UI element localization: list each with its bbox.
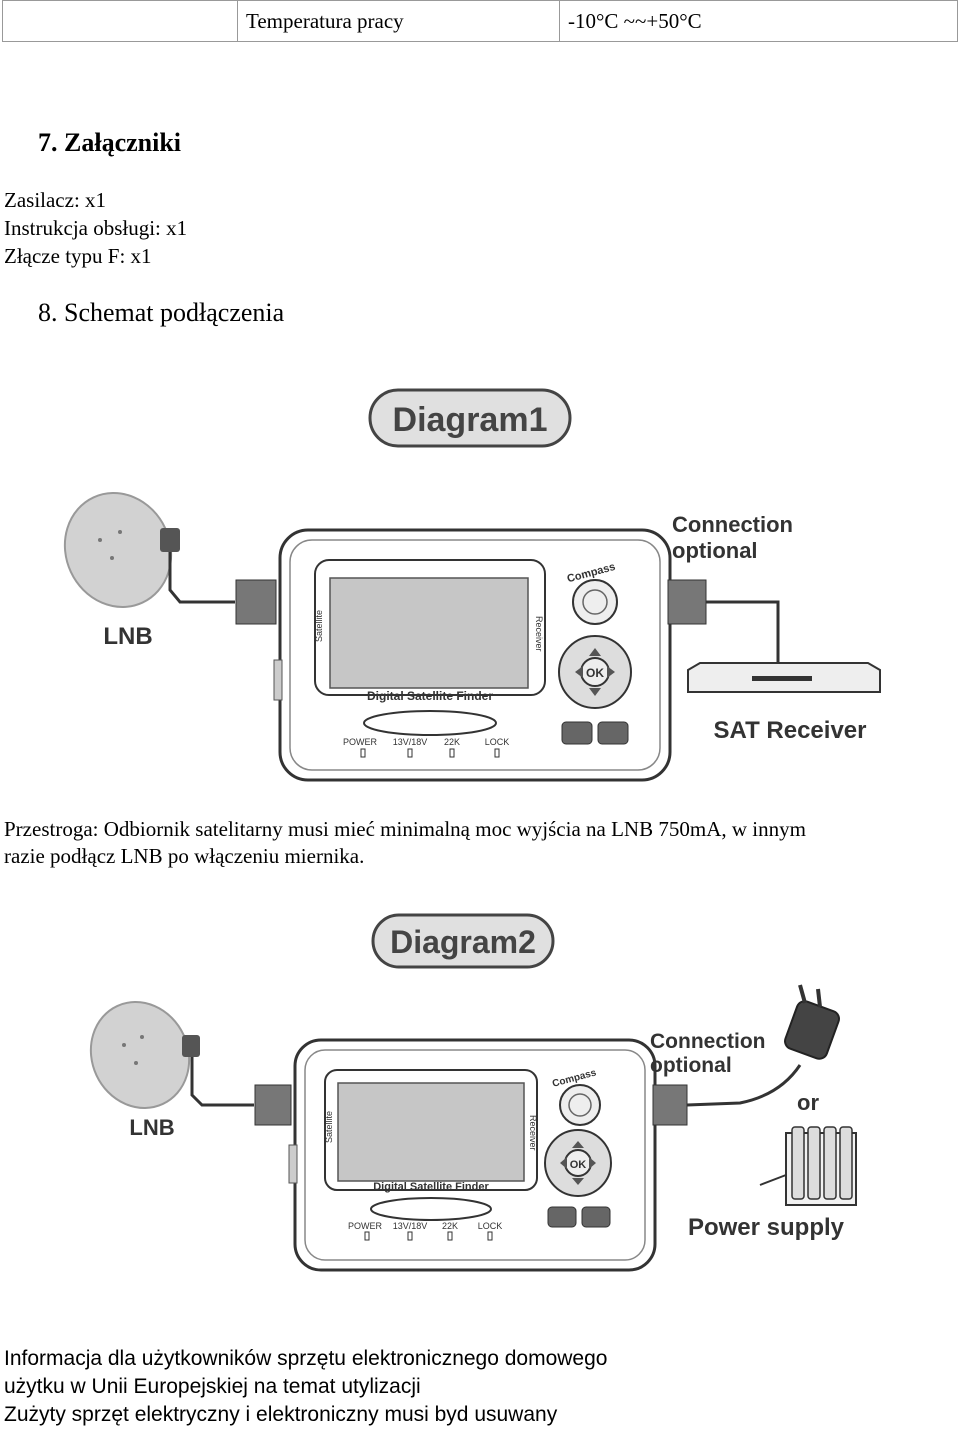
ok-button: OK bbox=[586, 666, 604, 680]
led-label: 13V/18V bbox=[393, 1221, 428, 1231]
diagram2-title: Diagram2 bbox=[390, 924, 536, 960]
compass-dial-icon bbox=[559, 1084, 601, 1126]
satellite-finder-device: Satellite Receiver Digital Satellite Fin… bbox=[288, 1038, 657, 1272]
diagram1-receiver-label: SAT Receiver bbox=[714, 717, 867, 744]
diagram2-title-badge bbox=[371, 913, 555, 969]
f-connector-left bbox=[254, 1084, 292, 1126]
led-label: POWER bbox=[343, 737, 378, 747]
diagram2-lnb-label: LNB bbox=[129, 1115, 174, 1140]
led-label: 22K bbox=[444, 737, 460, 747]
screen-side-label: Receiver bbox=[528, 1115, 538, 1151]
diagram2-connection-label: optional bbox=[650, 1054, 732, 1077]
diagram1-connection-label: Connection bbox=[672, 512, 793, 537]
led-label: LOCK bbox=[485, 737, 510, 747]
satellite-finder-device: Satellite Receiver Digital Satellite Fin… bbox=[273, 528, 672, 782]
spec-table: Temperatura pracy -10°C ~~+50°C bbox=[2, 0, 958, 42]
screen-side-label: Satellite bbox=[324, 1111, 334, 1143]
diagram1-figure: Diagram1 LNB Satellite Receiver Digital … bbox=[63, 388, 881, 782]
power-supply-label: Power supply bbox=[688, 1214, 845, 1241]
f-connector-right bbox=[652, 1084, 688, 1126]
list-item: Zasilacz: x1 bbox=[4, 188, 107, 212]
list-item: Złącze typu F: x1 bbox=[4, 244, 152, 268]
or-label: or bbox=[797, 1090, 819, 1115]
warning-note: Przestroga: Odbiornik satelitarny musi m… bbox=[4, 816, 806, 870]
screen-side-label: Receiver bbox=[534, 616, 544, 652]
ok-button: OK bbox=[570, 1159, 587, 1171]
footer-line: Informacja dla użytkowników sprzętu elek… bbox=[4, 1347, 608, 1370]
diagram2-figure: Diagram2 LNB Satellite Receiver Digital … bbox=[89, 913, 857, 1272]
warning-line: razie podłącz LNB po włączeniu miernika. bbox=[4, 844, 365, 868]
power-adapter-icon bbox=[784, 984, 840, 1060]
compass-dial-icon bbox=[572, 579, 618, 625]
table-cell-label: Temperatura pracy bbox=[237, 0, 560, 42]
diagram1-title-badge bbox=[368, 388, 572, 448]
device-name-label: Digital Satellite Finder bbox=[367, 689, 493, 703]
section-8-heading: 8. Schemat podłączenia bbox=[38, 298, 285, 327]
section-7-heading: 7. Załączniki bbox=[38, 128, 182, 157]
footer-text: Informacja dla użytkowników sprzętu elek… bbox=[4, 1345, 607, 1429]
diagram1-lnb-label: LNB bbox=[103, 623, 152, 650]
led-label: 13V/18V bbox=[393, 737, 428, 747]
footer-line: Zużyty sprzęt elektryczny i elektroniczn… bbox=[4, 1403, 558, 1426]
satellite-dish-icon bbox=[63, 492, 180, 608]
sat-receiver-icon bbox=[687, 662, 881, 693]
f-connector-right bbox=[667, 579, 707, 625]
warning-line: Przestroga: Odbiornik satelitarny musi m… bbox=[4, 817, 806, 841]
battery-pack-icon bbox=[759, 1126, 857, 1206]
table-cell-empty bbox=[2, 0, 238, 42]
satellite-dish-icon bbox=[89, 1001, 200, 1109]
diagram2-connection-label: Connection bbox=[650, 1030, 766, 1053]
f-connector-left bbox=[235, 579, 277, 625]
led-label: LOCK bbox=[478, 1221, 503, 1231]
list-item: Instrukcja obsługi: x1 bbox=[4, 216, 188, 240]
footer-line: użytku w Unii Europejskiej na temat utyl… bbox=[4, 1375, 421, 1398]
screen-side-label: Satellite bbox=[314, 610, 324, 642]
led-label: 22K bbox=[442, 1221, 458, 1231]
diagram1-title: Diagram1 bbox=[393, 401, 548, 439]
table-cell-value: -10°C ~~+50°C bbox=[559, 0, 958, 42]
diagram1-connection-label: optional bbox=[672, 538, 758, 563]
device-name-label: Digital Satellite Finder bbox=[373, 1181, 489, 1193]
table-row: Temperatura pracy -10°C ~~+50°C bbox=[2, 0, 958, 42]
led-label: POWER bbox=[348, 1221, 383, 1231]
